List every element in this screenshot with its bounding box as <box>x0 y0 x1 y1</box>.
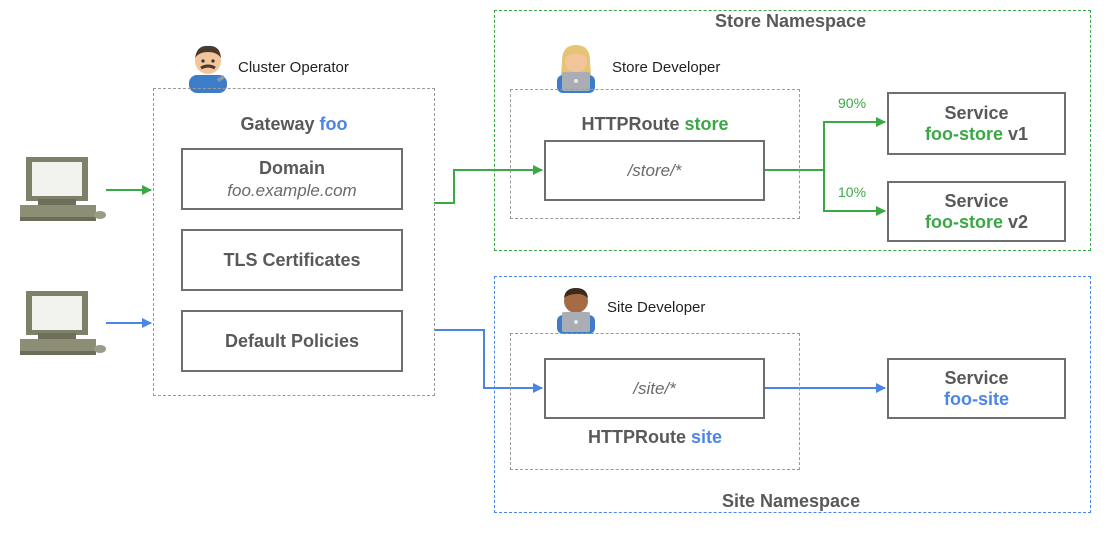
service-name: foo-store <box>924 211 1003 232</box>
store-split-v2-arrow <box>823 170 886 216</box>
store-route-title: HTTPRoute store <box>510 114 800 135</box>
domain-label: Domain <box>258 157 325 178</box>
service-name: foo-site <box>944 388 1009 409</box>
cluster-operator-avatar-icon <box>189 45 227 93</box>
service-foo-store-v2-box: Service foo-store v2 <box>887 181 1066 242</box>
store-path: /store/* <box>627 160 682 180</box>
gateway-title-prefix: Gateway <box>240 114 315 134</box>
store-split-1-percent: 90% <box>838 95 867 111</box>
site-path: /site/* <box>633 378 676 398</box>
service-foo-store-v1-box: Service foo-store v1 <box>887 92 1066 155</box>
store-path-box: /store/* <box>544 140 765 201</box>
gateway-to-site-arrow <box>434 329 543 393</box>
site-route-prefix: HTTPRoute <box>587 427 686 447</box>
tls-certificates-box: TLS Certificates <box>181 229 403 291</box>
store-route-container <box>510 89 800 219</box>
gateway-name: foo <box>319 114 348 134</box>
store-namespace-box <box>494 10 1091 251</box>
site-namespace-label: Site Namespace <box>722 491 861 511</box>
computer-icon <box>20 291 106 355</box>
service-label: Service <box>944 190 1009 211</box>
gateway-title: Gateway foo <box>153 114 435 135</box>
store-route-prefix: HTTPRoute <box>581 114 680 134</box>
store-developer-label: Store Developer <box>612 59 721 76</box>
service-foo-site-box: Service foo-site <box>887 358 1066 419</box>
site-route-title: HTTPRoute site <box>510 427 800 448</box>
site-route-container <box>510 333 800 470</box>
service-version: v1 <box>1007 123 1029 144</box>
default-policies-label: Default Policies <box>224 330 360 351</box>
site-developer-avatar-icon <box>557 288 595 334</box>
store-split-2-percent: 10% <box>838 184 867 200</box>
store-namespace-label: Store Namespace <box>715 11 867 31</box>
site-namespace-box <box>494 276 1091 513</box>
service-version: v2 <box>1007 211 1029 232</box>
site-path-box: /site/* <box>544 358 765 419</box>
store-split-v1-arrow <box>823 117 886 170</box>
gateway-box <box>153 88 435 396</box>
domain-box: Domain foo.example.com <box>181 148 403 210</box>
computer-icon <box>20 157 106 221</box>
gateway-to-store-arrow <box>434 165 543 204</box>
tls-certificates-label: TLS Certificates <box>223 249 361 270</box>
default-policies-box: Default Policies <box>181 310 403 372</box>
store-developer-avatar-icon <box>557 45 595 93</box>
site-developer-label: Site Developer <box>607 299 706 316</box>
service-label: Service <box>944 102 1009 123</box>
service-name: foo-store <box>924 123 1003 144</box>
service-label: Service <box>944 367 1009 388</box>
cluster-operator-label: Cluster Operator <box>238 59 349 76</box>
site-route-name: site <box>690 427 723 447</box>
store-route-name: store <box>684 114 729 134</box>
domain-value: foo.example.com <box>227 180 357 200</box>
